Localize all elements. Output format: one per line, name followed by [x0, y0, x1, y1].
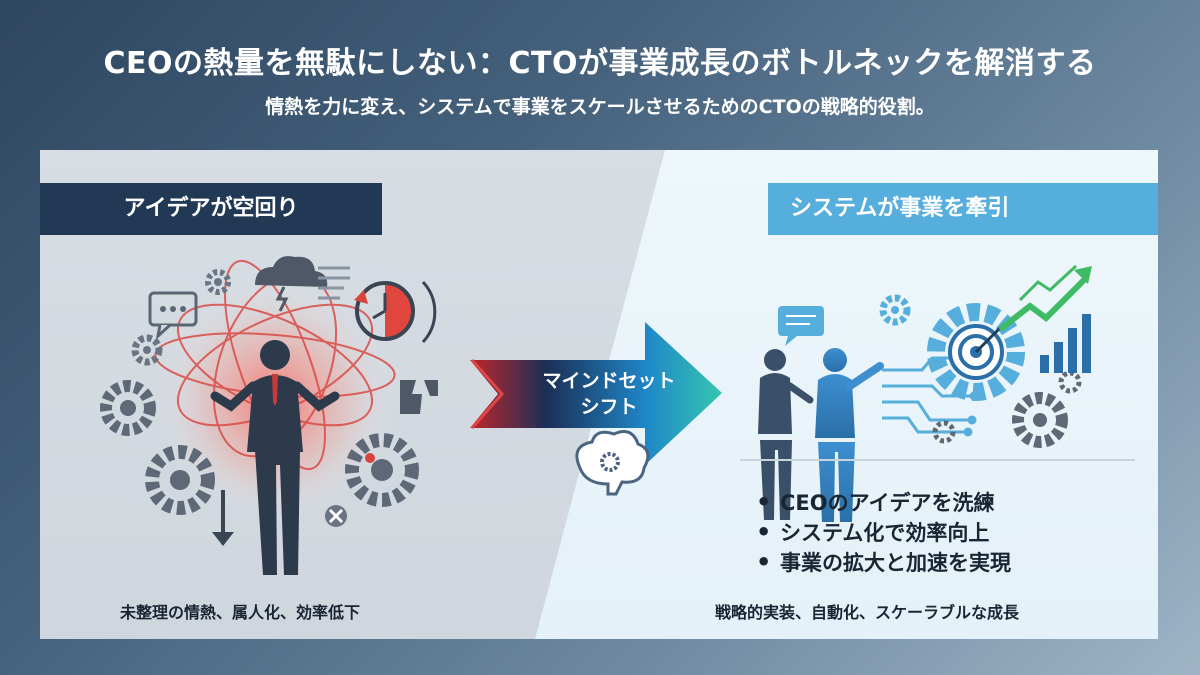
gear-icon	[100, 380, 156, 436]
down-arrow-icon	[212, 490, 234, 546]
businessman-icon	[210, 340, 340, 575]
comparison-panel: アイデアが空回り システムが事業を牽引	[40, 150, 1158, 639]
broken-block-icon	[400, 380, 438, 414]
gear-icon	[1012, 392, 1068, 448]
speech-bubble-icon	[148, 291, 198, 341]
page-title: CEOの熱量を無駄にしない：CTOが事業成長のボトルネックを解消する	[103, 46, 1097, 81]
gear-icon	[879, 294, 911, 326]
left-banner: アイデアが空回り	[40, 183, 382, 235]
target-gear-icon	[927, 303, 1025, 401]
growth-chart-icon	[999, 264, 1092, 373]
mindset-shift-line2: シフト	[580, 396, 638, 418]
list-icon	[318, 266, 350, 300]
left-caption: 未整理の情熱、属人化、効率低下	[120, 603, 361, 622]
close-icon	[325, 505, 347, 527]
right-banner: システムが事業を牽引	[768, 183, 1158, 235]
mindset-shift-line1: マインドセット	[542, 370, 676, 392]
list-item: 事業の拡大と加速を実現	[756, 547, 1011, 577]
gear-icon	[131, 334, 163, 366]
gear-icon	[1058, 370, 1082, 394]
gear-icon	[932, 420, 956, 444]
illustration	[100, 256, 1135, 575]
gear-icon	[205, 269, 231, 295]
gear-icon	[145, 445, 215, 515]
gear-icon	[345, 433, 419, 507]
brain-gear-icon	[575, 430, 650, 496]
page-subtitle: 情熱を力に変え、システムで事業をスケールさせるためのCTOの戦略的役割。	[265, 96, 935, 118]
mindset-shift-label: マインドセット シフト	[514, 368, 704, 420]
list-item: システム化で効率向上	[756, 517, 1011, 547]
storm-cloud-icon	[255, 256, 328, 312]
clock-icon	[354, 280, 437, 344]
mindset-arrow-icon	[470, 322, 722, 465]
speech-bubble-icon	[778, 306, 824, 346]
benefit-list: CEOのアイデアを洗練 システム化で効率向上 事業の拡大と加速を実現	[756, 487, 1011, 577]
list-item: CEOのアイデアを洗練	[756, 487, 1011, 517]
right-caption: 戦略的実装、自動化、スケーラブルな成長	[715, 603, 1020, 622]
